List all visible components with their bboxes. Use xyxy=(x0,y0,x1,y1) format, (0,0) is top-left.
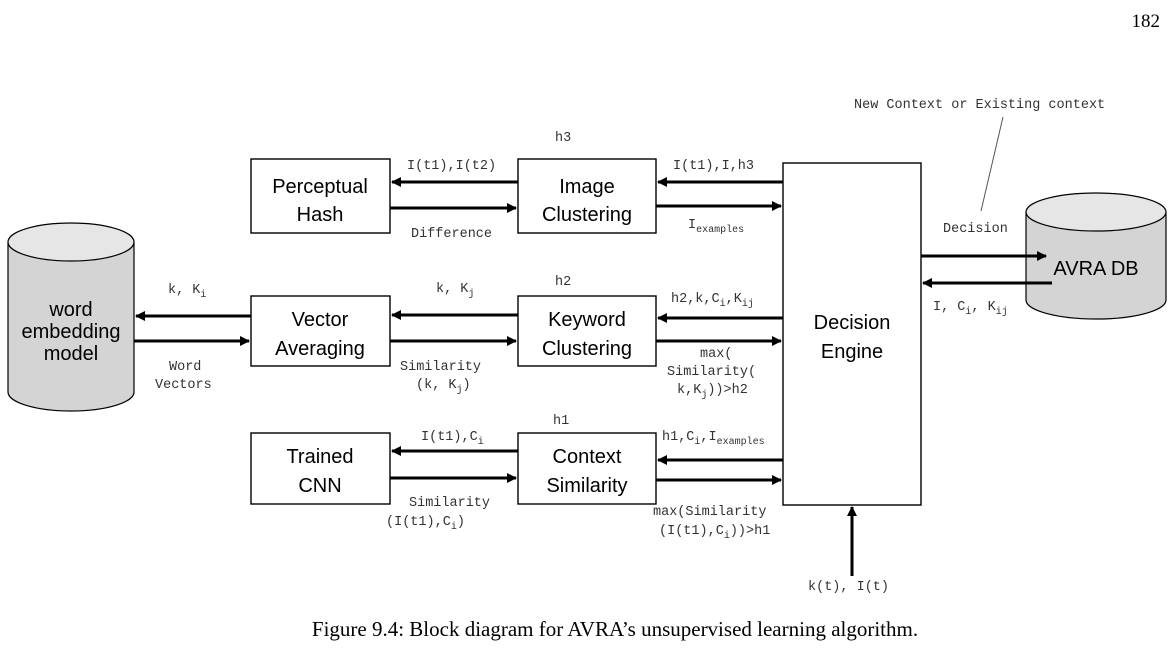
label-h2-k-ci-kij: h2,k,Ci,Kij xyxy=(671,292,754,310)
word-embedding-model-node: word embedding model xyxy=(7,222,135,412)
figure-caption: Figure 9.4: Block diagram for AVRA’s uns… xyxy=(312,617,918,641)
keyword-clustering-label-1: Keyword xyxy=(548,309,626,331)
label-similarity-ci-2: (I(t1),Ci) xyxy=(386,515,465,533)
label-h1-ci-iexamples: h1,Ci,Iexamples xyxy=(662,430,765,448)
label-difference: Difference xyxy=(411,227,492,242)
image-clustering-label-2: Clustering xyxy=(542,204,632,226)
new-context-note: New Context or Existing context xyxy=(854,98,1105,113)
label-kt-it: k(t), I(t) xyxy=(808,580,889,595)
avra-db-node: AVRA DB xyxy=(1025,192,1167,320)
label-it1-it2: I(t1),I(t2) xyxy=(407,159,496,174)
page-number: 182 xyxy=(1132,11,1161,32)
context-similarity-label-2: Similarity xyxy=(546,475,627,497)
label-word-vectors-1: Word xyxy=(169,360,201,375)
label-max-similarity-ci-2: (I(t1),Ci))>h1 xyxy=(659,524,770,542)
label-similarity-kj-2: (k, Kj) xyxy=(416,378,471,396)
threshold-h3: h3 xyxy=(555,131,571,146)
threshold-h1: h1 xyxy=(553,414,569,429)
perceptual-hash-label-1: Perceptual xyxy=(272,176,368,198)
vector-averaging-label-2: Averaging xyxy=(275,338,365,360)
decision-label: Decision xyxy=(943,222,1008,237)
label-k-kj: k, Kj xyxy=(436,282,474,300)
perceptual-hash-node: Perceptual Hash xyxy=(250,158,391,234)
label-it1-i-h3: I(t1),I,h3 xyxy=(673,159,754,174)
label-similarity-kj-1: Similarity xyxy=(400,360,481,375)
label-max-similarity-kj-2: Similarity( xyxy=(667,365,756,380)
perceptual-hash-label-2: Hash xyxy=(297,204,344,226)
image-clustering-node: Image Clustering xyxy=(517,158,657,234)
word-embedding-label-2: embedding xyxy=(22,321,121,343)
label-i-ci-kij: I, Ci, Kij xyxy=(933,300,1008,318)
word-embedding-label-3: model xyxy=(44,343,98,365)
word-embedding-label-1: word xyxy=(48,299,92,321)
context-similarity-node: Context Similarity xyxy=(517,432,657,505)
label-max-similarity-ci-1: max(Similarity xyxy=(653,505,766,520)
keyword-clustering-node: Keyword Clustering xyxy=(517,295,657,367)
trained-cnn-label-1: Trained xyxy=(286,446,353,468)
trained-cnn-label-2: CNN xyxy=(298,475,341,497)
vector-averaging-node: Vector Averaging xyxy=(250,295,391,367)
decision-engine-label-1: Decision xyxy=(814,312,891,334)
threshold-h2: h2 xyxy=(555,275,571,290)
label-k-ki: k, Ki xyxy=(168,283,206,301)
context-similarity-label-1: Context xyxy=(553,446,622,468)
decision-engine-label-2: Engine xyxy=(821,341,883,363)
label-i-examples: Iexamples xyxy=(688,218,744,236)
label-max-similarity-kj-3: k,Kj))>h2 xyxy=(677,383,748,401)
avra-db-label: AVRA DB xyxy=(1053,258,1138,280)
keyword-clustering-label-2: Clustering xyxy=(542,338,632,360)
image-clustering-label-1: Image xyxy=(559,176,615,198)
label-max-similarity-kj-1: max( xyxy=(700,347,732,362)
vector-averaging-label-1: Vector xyxy=(292,309,349,331)
note-pointer-line xyxy=(980,116,1004,212)
trained-cnn-node: Trained CNN xyxy=(250,432,391,505)
label-similarity-ci-1: Similarity xyxy=(409,496,490,511)
decision-engine-node: Decision Engine xyxy=(782,162,922,506)
label-it1-ci: I(t1),Ci xyxy=(421,430,484,448)
label-word-vectors-2: Vectors xyxy=(155,378,212,393)
